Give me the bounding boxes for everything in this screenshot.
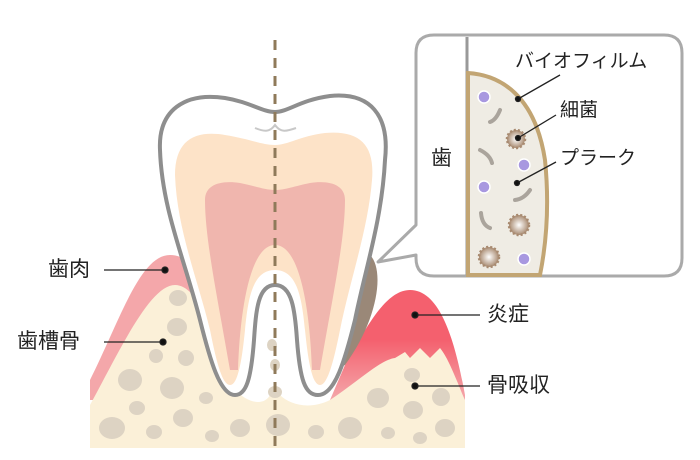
bacteria-rod xyxy=(478,108,532,230)
pulp xyxy=(205,182,345,370)
callout-label-plaque: プラーク xyxy=(560,147,637,169)
label-inflammation: 炎症 xyxy=(487,302,529,326)
callout-label-bacteria: 細菌 xyxy=(560,99,599,121)
bone-spots xyxy=(99,290,455,444)
callout-label-tooth: 歯 xyxy=(431,146,452,170)
bacteria-round xyxy=(477,90,531,266)
callout-label-biofilm: バイオフィルム xyxy=(515,50,648,72)
leader-lines xyxy=(104,266,480,390)
callout-leader-lines xyxy=(513,74,561,187)
label-bone-resorption: 骨吸収 xyxy=(487,373,550,397)
crown-groove xyxy=(254,123,297,132)
label-gum: 歯肉 xyxy=(48,257,90,281)
label-alveolar-bone: 歯槽骨 xyxy=(17,329,80,353)
